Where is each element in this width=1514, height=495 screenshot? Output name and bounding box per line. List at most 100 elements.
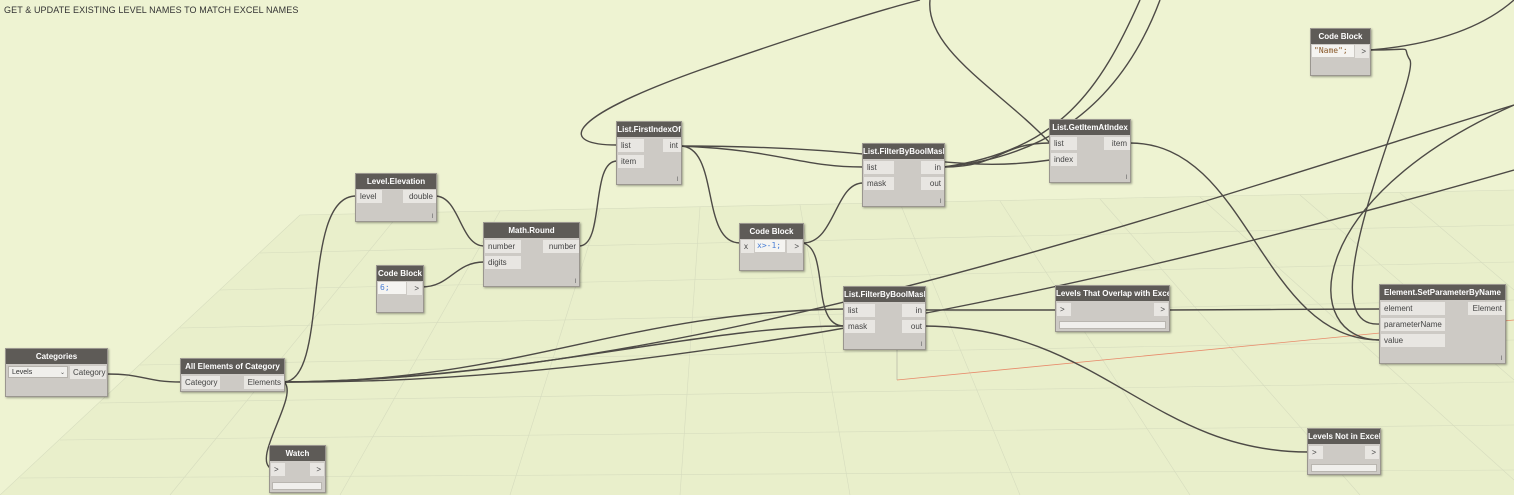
node-title: Levels That Overlap with Excel xyxy=(1056,286,1169,301)
wire-elements-to-watch xyxy=(265,381,288,470)
wire-code-to-filter-bottom-mask xyxy=(802,242,845,327)
input-port-element[interactable]: element xyxy=(1381,302,1445,315)
output-port-out[interactable]: out xyxy=(902,320,925,333)
wire-firstindex-loop xyxy=(580,0,921,146)
wire-overlap-to-element xyxy=(1167,308,1381,311)
output-port[interactable]: > xyxy=(1154,303,1168,316)
chevron-down-icon: ⌄ xyxy=(59,370,65,376)
input-port-value[interactable]: value xyxy=(1381,334,1445,347)
wire-elevation-to-round xyxy=(434,195,485,247)
node-title: List.FilterByBoolMask xyxy=(863,144,944,159)
output-port[interactable]: > xyxy=(407,282,422,295)
input-port-list[interactable]: list xyxy=(618,139,644,152)
all-elements-of-category-node[interactable]: All Elements of Category Category Elemen… xyxy=(180,358,285,392)
output-port-in[interactable]: in xyxy=(902,304,925,317)
node-title: Math.Round xyxy=(484,223,579,238)
wire-round-to-firstindex-item xyxy=(578,160,618,247)
code-editor[interactable]: "Name"; xyxy=(1312,45,1354,57)
lacing-indicator: l xyxy=(574,279,576,285)
wire-firstindex-int-to-filter-top-list xyxy=(679,145,864,168)
group-title: GET & UPDATE EXISTING LEVEL NAMES TO MAT… xyxy=(4,5,299,15)
wire-code6-to-digits xyxy=(421,261,485,288)
node-title: List.FirstIndexOf xyxy=(617,122,681,137)
output-port-int[interactable]: int xyxy=(663,139,681,152)
output-port[interactable]: > xyxy=(1355,45,1369,58)
wire-loop-top xyxy=(929,0,1051,144)
code-block-6-node[interactable]: Code Block 6; > xyxy=(376,265,424,313)
wires xyxy=(106,0,1514,470)
input-port[interactable]: > xyxy=(1309,446,1323,459)
output-port[interactable]: > xyxy=(1365,446,1379,459)
output-port-double[interactable]: double xyxy=(403,190,436,203)
output-port-number[interactable]: number xyxy=(543,240,579,253)
input-port-list[interactable]: list xyxy=(1051,137,1077,150)
output-port[interactable]: > xyxy=(787,240,802,253)
lacing-indicator: l xyxy=(1500,356,1502,362)
output-port-out[interactable]: out xyxy=(921,177,944,190)
output-port-element[interactable]: Element xyxy=(1468,302,1505,315)
list-first-index-of-node[interactable]: List.FirstIndexOf list item int l xyxy=(616,121,682,185)
element-set-parameter-by-name-node[interactable]: Element.SetParameterByName element param… xyxy=(1379,284,1506,364)
wire-getitem-up-2 xyxy=(943,0,1161,168)
input-port[interactable]: > xyxy=(1057,303,1071,316)
watch-output-box xyxy=(1059,321,1166,329)
node-title: Code Block xyxy=(1311,29,1370,44)
code-editor[interactable]: 6; xyxy=(378,282,406,294)
input-port-index[interactable]: index xyxy=(1051,153,1077,166)
code-block-name-node[interactable]: Code Block "Name"; > xyxy=(1310,28,1371,76)
node-title: Categories xyxy=(6,349,107,364)
node-title: Code Block xyxy=(377,266,423,281)
code-editor[interactable]: x>-1; xyxy=(755,240,785,252)
input-port-x[interactable]: x xyxy=(741,240,754,253)
levels-not-in-excel-watch-node[interactable]: Levels Not in Excel > > xyxy=(1307,428,1381,475)
watch-output-box xyxy=(1311,464,1377,472)
wire-code-to-filter-top-mask xyxy=(802,182,864,244)
watch-node[interactable]: Watch > > xyxy=(269,445,326,493)
output-port-category[interactable]: Category xyxy=(70,366,106,379)
lacing-indicator: l xyxy=(431,214,433,220)
node-title: List.FilterByBoolMask xyxy=(844,287,925,302)
categories-node[interactable]: Categories Levels ⌄ Category xyxy=(5,348,108,397)
input-port-category[interactable]: Category xyxy=(182,376,220,389)
input-port-list[interactable]: list xyxy=(864,161,894,174)
node-title: Element.SetParameterByName xyxy=(1380,285,1505,300)
input-port-item[interactable]: item xyxy=(618,155,644,168)
wire-getitem-item-to-value xyxy=(1129,142,1381,341)
list-get-item-at-index-node[interactable]: List.GetItemAtIndex list index item l xyxy=(1049,119,1131,183)
list-filter-by-bool-mask-top-node[interactable]: List.FilterByBoolMask list mask in out l xyxy=(862,143,945,207)
node-title: Level.Elevation xyxy=(356,174,436,189)
input-port-mask[interactable]: mask xyxy=(845,320,875,333)
input-port-list[interactable]: list xyxy=(845,304,875,317)
wire-getitem-up-1 xyxy=(943,0,1141,168)
output-port-in[interactable]: in xyxy=(921,161,944,174)
wire-name-to-paramname xyxy=(1351,48,1412,325)
node-title: Code Block xyxy=(740,224,803,239)
node-title: All Elements of Category xyxy=(181,359,284,374)
wire-firstindex-int-to-code xyxy=(679,145,741,244)
wire-filter-bottom-out-to-notinexcel xyxy=(922,325,1309,453)
wire-categories-to-all-elements xyxy=(106,373,182,383)
lacing-indicator: l xyxy=(939,199,941,205)
node-title: List.GetItemAtIndex xyxy=(1050,120,1130,135)
input-port-mask[interactable]: mask xyxy=(864,177,894,190)
lacing-indicator: l xyxy=(1125,175,1127,181)
levels-overlap-watch-node[interactable]: Levels That Overlap with Excel > > xyxy=(1055,285,1170,332)
math-round-node[interactable]: Math.Round number digits number l xyxy=(483,222,580,287)
category-dropdown[interactable]: Levels ⌄ xyxy=(8,366,68,378)
node-title: Levels Not in Excel xyxy=(1308,429,1380,444)
input-port[interactable]: > xyxy=(271,463,285,476)
input-port-number[interactable]: number xyxy=(485,240,521,253)
input-port-level[interactable]: level xyxy=(357,190,382,203)
list-filter-by-bool-mask-bottom-node[interactable]: List.FilterByBoolMask list mask in out l xyxy=(843,286,926,350)
input-port-digits[interactable]: digits xyxy=(485,256,521,269)
input-port-parameter-name[interactable]: parameterName xyxy=(1381,318,1445,331)
lacing-indicator: l xyxy=(676,177,678,183)
code-block-x-node[interactable]: Code Block x x>-1; > xyxy=(739,223,804,271)
watch-output-box xyxy=(272,482,322,490)
output-port[interactable]: > xyxy=(310,463,324,476)
output-port-elements[interactable]: Elements xyxy=(244,376,284,389)
wire-value-curve xyxy=(1330,104,1514,341)
lacing-indicator: l xyxy=(920,342,922,348)
level-elevation-node[interactable]: Level.Elevation level double l xyxy=(355,173,437,222)
output-port-item[interactable]: item xyxy=(1104,137,1130,150)
